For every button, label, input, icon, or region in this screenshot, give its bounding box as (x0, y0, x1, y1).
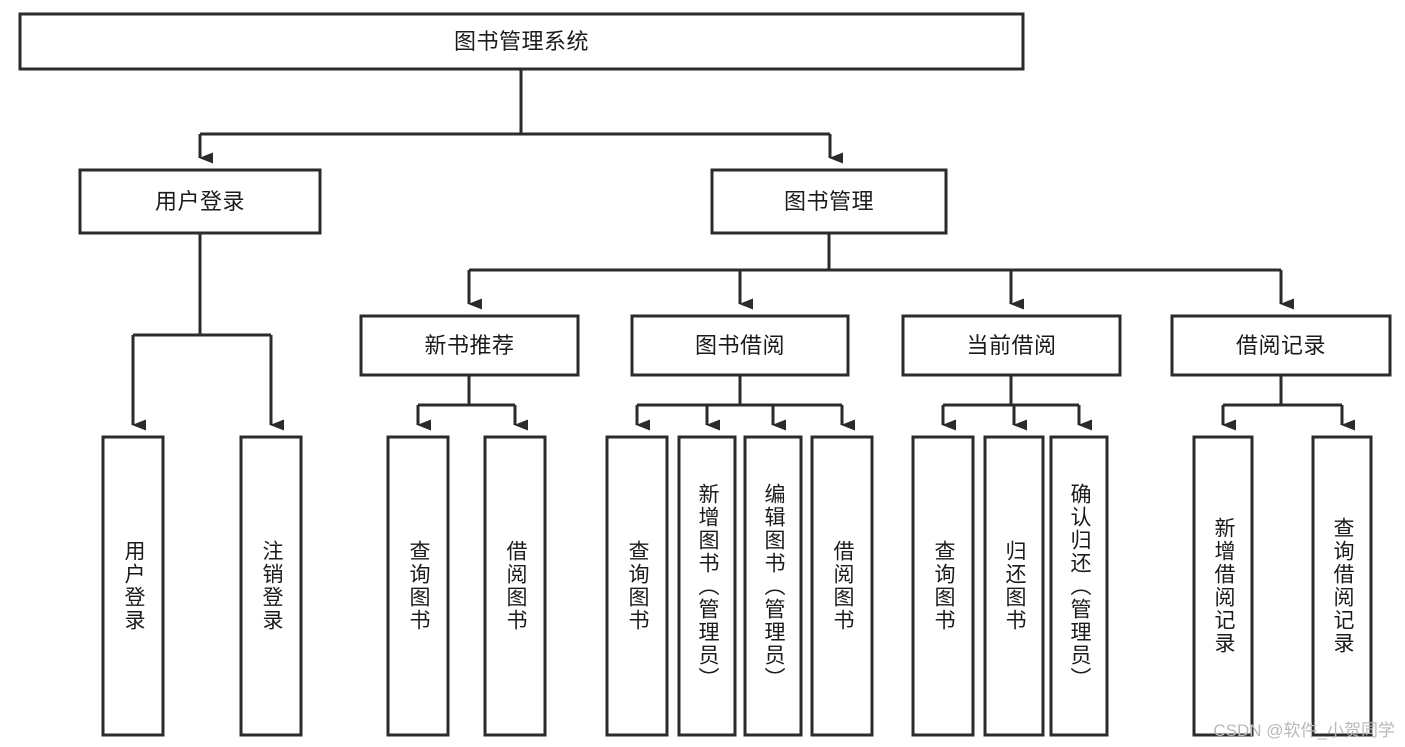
box-leaf-edit-book[interactable] (743, 435, 803, 737)
box-root[interactable] (18, 12, 1025, 71)
box-leaf-return-book[interactable] (983, 435, 1045, 737)
box-book-manage[interactable] (710, 168, 948, 235)
box-leaf-borrow-book-2[interactable] (810, 435, 874, 737)
box-leaf-confirm-return[interactable] (1049, 435, 1109, 737)
box-new-book-rec[interactable] (359, 314, 580, 377)
box-leaf-user-logout[interactable] (239, 435, 303, 737)
box-leaf-user-login[interactable] (101, 435, 165, 737)
box-leaf-query-book-3[interactable] (911, 435, 975, 737)
connectors (131, 69, 1355, 431)
box-leaf-add-book[interactable] (677, 435, 737, 737)
box-leaf-query-book-1[interactable] (386, 435, 450, 737)
box-leaf-query-book-2[interactable] (605, 435, 669, 737)
box-borrow-record[interactable] (1170, 314, 1392, 377)
box-leaf-borrow-book-1[interactable] (483, 435, 547, 737)
box-leaf-add-record[interactable] (1192, 435, 1254, 737)
box-leaf-query-record[interactable] (1311, 435, 1373, 737)
node-boxes (18, 12, 1392, 737)
box-user-login[interactable] (78, 168, 322, 235)
box-book-borrow[interactable] (630, 314, 850, 377)
box-current-borrow[interactable] (901, 314, 1122, 377)
